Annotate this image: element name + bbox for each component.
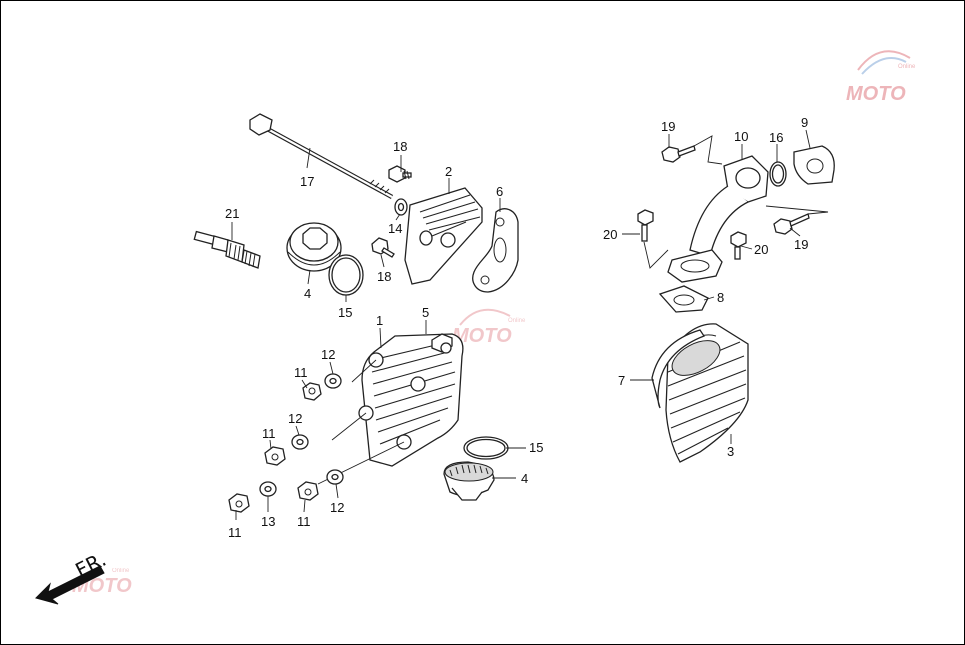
- callout-21: 21: [225, 206, 239, 221]
- nut-part-11-d: [297, 481, 319, 501]
- watermark-tagline: Online: [508, 318, 526, 324]
- watermark-text: MOTO: [452, 325, 512, 347]
- bolt-part-20-right: [730, 231, 747, 260]
- callout-3: 3: [727, 444, 734, 459]
- cap-part-4-upper: [286, 222, 342, 272]
- nut-part-11-a: [302, 382, 322, 401]
- leader-lines: [231, 129, 811, 520]
- callout-20-right: 20: [754, 242, 768, 257]
- bolt-part-19-top: [661, 145, 696, 163]
- exhaust-pipe-part-10: [667, 155, 769, 283]
- cap-part-4-lower: [443, 461, 495, 501]
- callout-labels: 17 18 2 6 21 14 4 18 15 1 5 12 11 12 11 …: [225, 115, 808, 540]
- washer-part-13: [259, 481, 277, 497]
- callout-12-c: 12: [330, 500, 344, 515]
- callout-19-top: 19: [661, 119, 675, 134]
- callout-5: 5: [422, 305, 429, 320]
- callout-11-d: 11: [297, 514, 311, 529]
- bolt-part-19-right: [773, 213, 810, 235]
- cylinder-head-part-1: [317, 333, 464, 485]
- callout-4-upper: 4: [304, 286, 311, 301]
- watermark-tagline: Online: [898, 64, 916, 70]
- callout-15-upper: 15: [338, 305, 352, 320]
- o-ring-part-16: [769, 161, 787, 187]
- watermark-tagline: Online: [112, 568, 130, 574]
- callout-13: 13: [261, 514, 275, 529]
- callout-17: 17: [300, 174, 314, 189]
- o-ring-part-15-lower: [463, 436, 509, 460]
- cylinder-part-3: [665, 323, 749, 463]
- callout-15-lower: 15: [529, 440, 543, 455]
- callout-20-left: 20: [603, 227, 617, 242]
- bolt-part-18-lower: [371, 237, 395, 258]
- gasket-part-8: [658, 285, 709, 313]
- callout-10: 10: [734, 129, 748, 144]
- gasket-part-6: [472, 208, 519, 293]
- callout-7: 7: [618, 373, 625, 388]
- callout-18-top: 18: [393, 139, 407, 154]
- callout-16: 16: [769, 130, 783, 145]
- callout-12-a: 12: [321, 347, 335, 362]
- callout-9: 9: [801, 115, 808, 130]
- nut-part-11-c: [228, 493, 250, 513]
- nut-part-11-b: [264, 446, 286, 466]
- callout-11-b: 11: [262, 426, 276, 441]
- callout-11-a: 11: [294, 365, 308, 380]
- washer-part-14: [394, 198, 408, 216]
- callout-19-right: 19: [794, 237, 808, 252]
- washer-part-12-c: [326, 469, 344, 485]
- arrow-icon: [35, 565, 105, 605]
- callout-1: 1: [376, 313, 383, 328]
- o-ring-part-15-upper: [328, 254, 364, 296]
- front-direction-marker: FR.: [35, 547, 110, 605]
- washer-part-12-a: [324, 373, 342, 389]
- watermark-top-right: MOTO Online: [846, 50, 916, 105]
- routing-line-right: [765, 205, 829, 215]
- bolt-part-18-top: [388, 165, 412, 183]
- callout-12-b: 12: [288, 411, 302, 426]
- routing-line-left: [643, 241, 669, 269]
- bolt-part-20-left: [637, 209, 654, 242]
- gasket-part-7: [651, 329, 705, 409]
- washer-part-12-b: [291, 434, 309, 450]
- callout-18-lower: 18: [377, 269, 391, 284]
- stud-bolt-part-17: [249, 113, 394, 199]
- flange-part-9: [793, 145, 835, 185]
- side-cover-part-2: [404, 187, 483, 285]
- callout-6: 6: [496, 184, 503, 199]
- spark-plug-part-21: [193, 230, 261, 269]
- watermark-text: MOTO: [846, 83, 906, 105]
- callout-2: 2: [445, 164, 452, 179]
- routing-line-top: [693, 135, 723, 165]
- callout-8: 8: [717, 290, 724, 305]
- callout-11-c: 11: [228, 525, 242, 540]
- callout-14: 14: [388, 221, 402, 236]
- callout-4-lower: 4: [521, 471, 528, 486]
- watermark-center: MOTO Online: [452, 308, 526, 347]
